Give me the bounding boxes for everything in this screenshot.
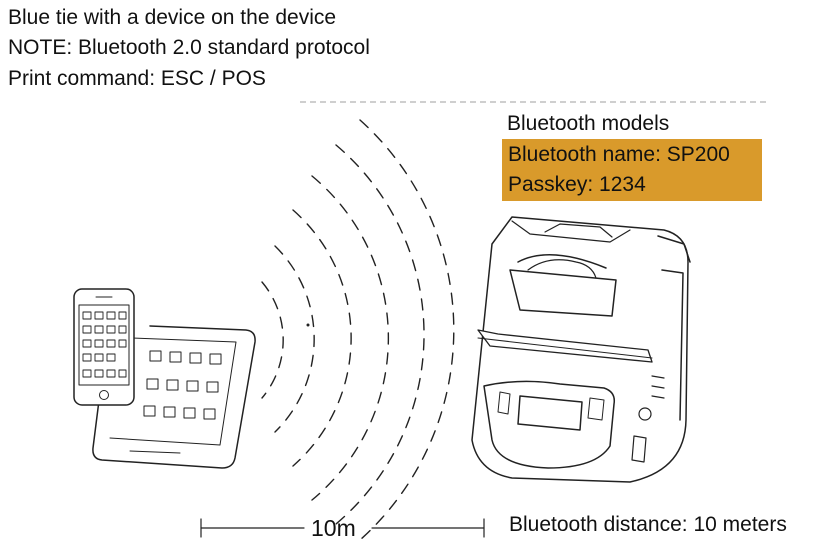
distance-label: 10m <box>311 515 356 541</box>
distance-description: Bluetooth distance: 10 meters <box>509 513 787 536</box>
bluetooth-passkey: Passkey: 1234 <box>508 173 646 196</box>
bluetooth-models-title: Bluetooth models <box>507 112 670 135</box>
distance-line <box>200 518 485 538</box>
dashed-divider <box>300 101 766 103</box>
bluetooth-waves-icon <box>261 119 455 541</box>
header-line-1: Blue tie with a device on the device <box>8 6 337 29</box>
bluetooth-name: Bluetooth name: SP200 <box>508 143 730 166</box>
printer-icon <box>471 216 691 483</box>
bluetooth-info-badge: Bluetooth name: SP200 Passkey: 1234 <box>502 139 762 201</box>
tablet-icon <box>92 325 256 469</box>
header-line-2: NOTE: Bluetooth 2.0 standard protocol <box>8 36 370 59</box>
smartphone-icon <box>73 288 135 406</box>
header-line-3: Print command: ESC / POS <box>8 67 266 90</box>
